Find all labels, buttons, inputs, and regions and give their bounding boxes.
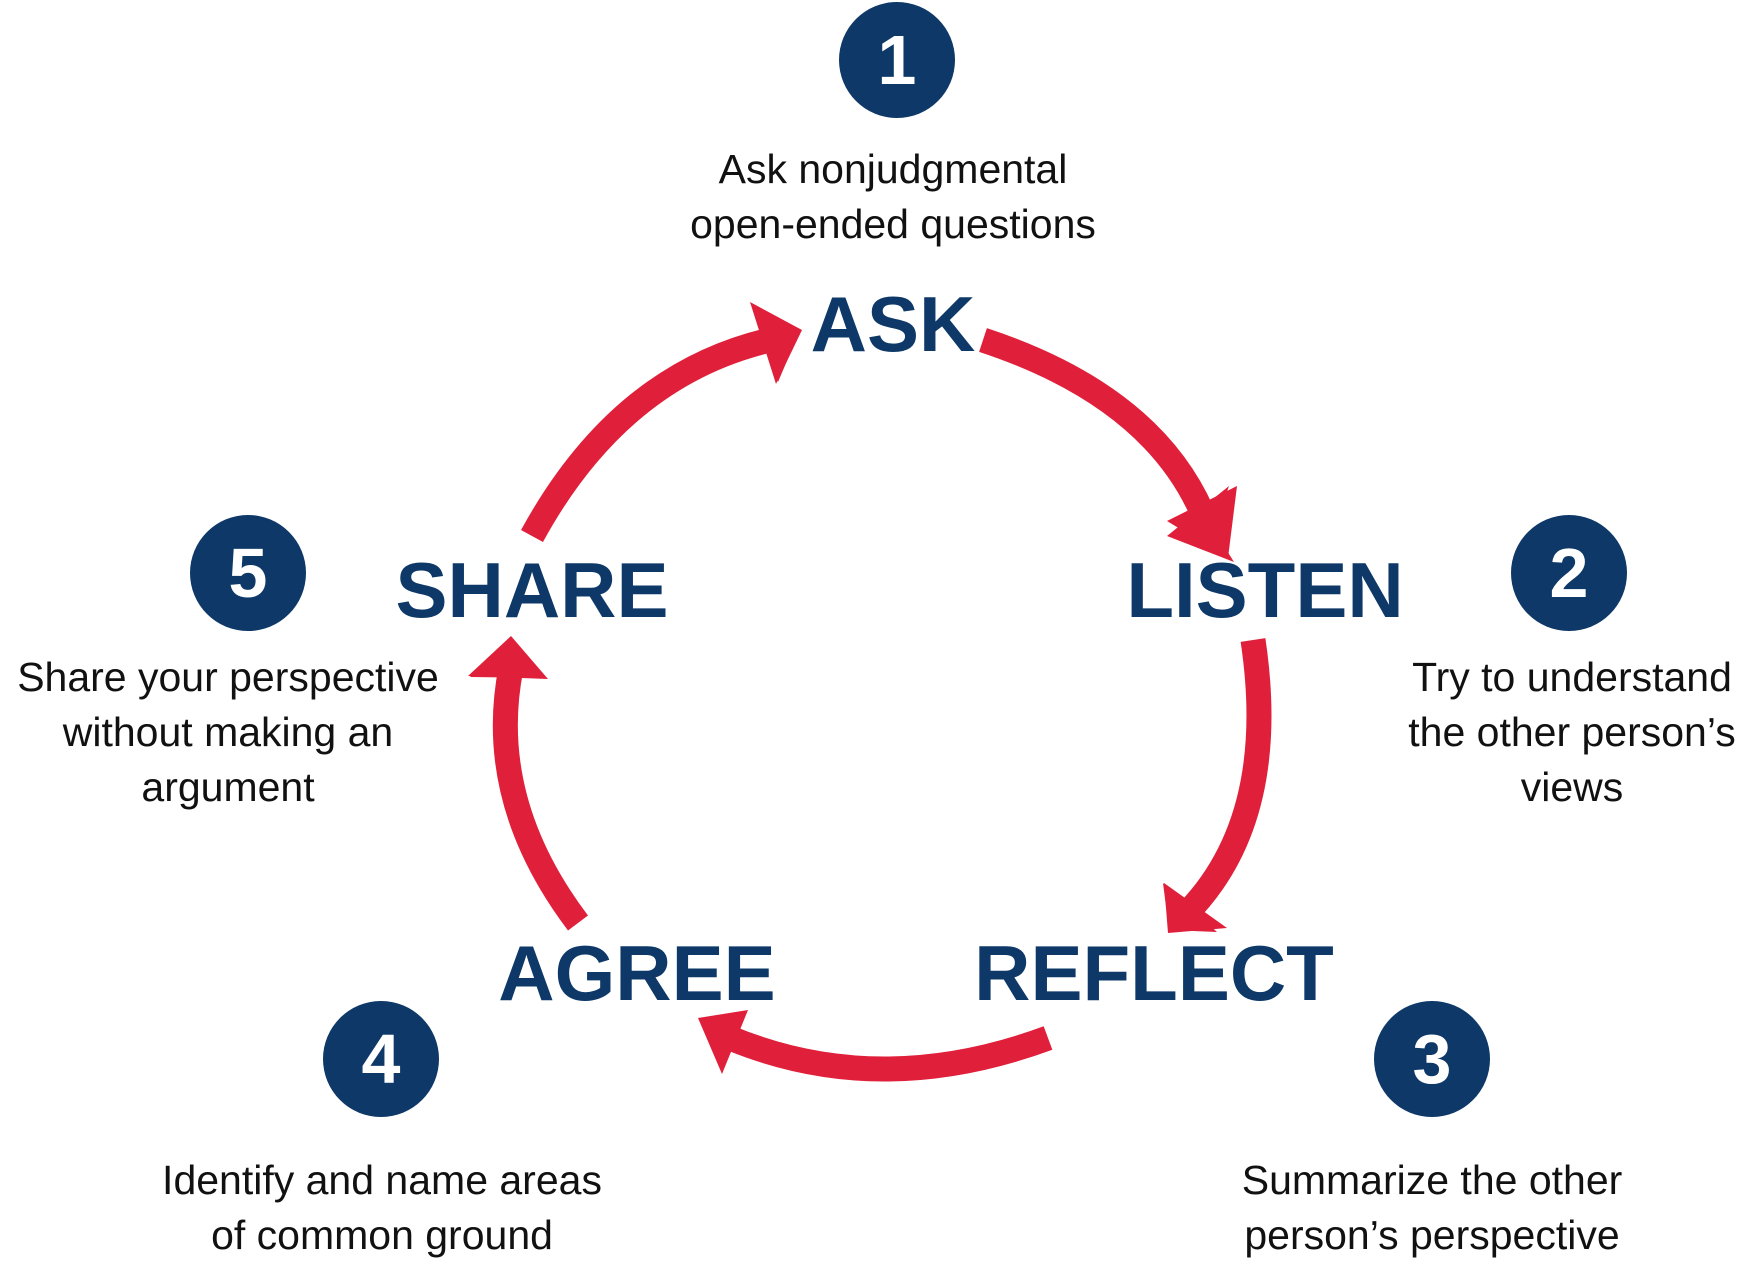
step-4-label: AGREE [498,929,776,1017]
arrow-agree-to-share-shaft [492,665,588,931]
step-2-description-line: Try to understand [1412,654,1732,700]
arrow-listen-to-reflect [1163,638,1272,933]
step-2-description-line: the other person’s [1408,709,1736,755]
arrow-share-to-ask [521,302,802,542]
arrow-share-to-ask-head-fill [750,302,802,384]
arrow-agree-to-share-head-fill [468,636,548,679]
step-5-label: SHARE [395,546,669,634]
step-2-description-line: views [1520,764,1624,810]
step-1-description: Ask nonjudgmental open-ended questions [690,142,1096,252]
arrow-reflect-to-agree-shaft [725,1026,1053,1082]
step-5-description-line: without making an [62,709,394,755]
step-4-description-line: Identify and name areas [162,1157,602,1203]
arrow-listen-to-reflect-head-fill [1164,883,1227,933]
step-1-description-line: Ask nonjudgmental [718,146,1068,192]
step-3-description-line: person’s perspective [1244,1212,1620,1258]
arrow-ask-to-listen-shaft [979,328,1214,518]
step-1-label: ASK [810,280,976,368]
step-1-description-line: open-ended questions [690,201,1096,247]
arrow-ask-to-listen [979,328,1237,562]
step-3-label: REFLECT [974,929,1334,1017]
step-5-description-line: argument [141,764,315,810]
step-3-description: Summarize the other person’s perspective [1242,1153,1623,1263]
step-5-description-line: Share your perspective [17,654,439,700]
step-1-number-badge: 1 [839,2,955,118]
step-5-number-badge: 5 [190,515,306,631]
step-4-description-line: of common ground [211,1212,553,1258]
step-4-number-badge: 4 [323,1001,439,1117]
step-2-description: Try to understand the other person’s vie… [1408,650,1735,815]
arrow-agree-to-share [468,636,588,931]
arrow-ask-to-listen-head-fill [1167,486,1237,558]
arrow-reflect-to-agree [698,1010,1053,1082]
step-3-description-line: Summarize the other [1241,1157,1623,1203]
step-4-description: Identify and name areas of common ground [162,1153,602,1263]
step-5-description: Share your perspective without making an… [17,650,439,815]
step-2-label: LISTEN [1126,546,1404,634]
step-2-number-badge: 2 [1511,515,1627,631]
arrow-reflect-to-agree-head-fill [698,1010,748,1074]
step-3-number-badge: 3 [1374,1001,1490,1117]
arrow-share-to-ask-shaft [521,327,773,542]
arrow-listen-to-reflect-shaft [1176,638,1272,924]
